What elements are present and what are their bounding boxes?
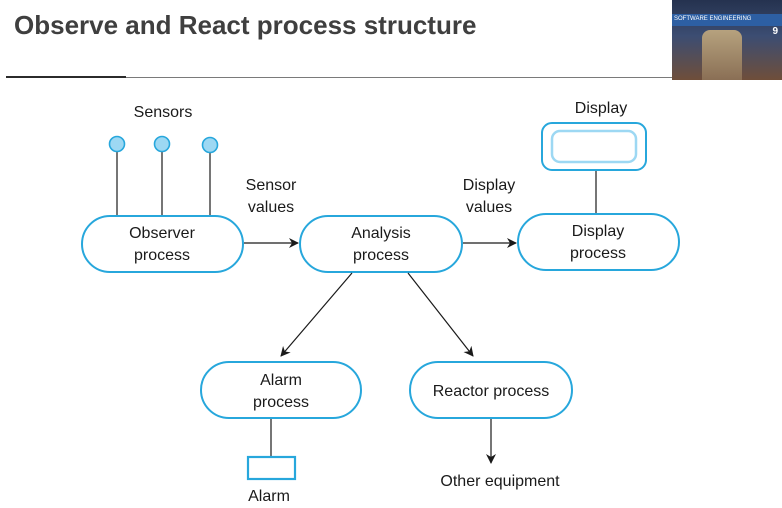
alarm-device-label: Alarm	[248, 488, 290, 505]
sensors-label: Sensors	[134, 104, 193, 121]
sensor-3	[201, 136, 219, 154]
sensor-1	[108, 135, 126, 153]
sensor-values-label-2: values	[248, 199, 294, 216]
display-process-label-1: Display	[572, 223, 624, 240]
reactor-process-label: Reactor process	[433, 383, 550, 400]
arrow-analysis-to-reactor	[407, 272, 474, 357]
cover-figure	[702, 30, 742, 80]
alarm-process-label-2: process	[253, 394, 309, 411]
sensor-2	[153, 135, 171, 153]
display-process-node: Display process	[517, 213, 680, 271]
title-rule	[126, 77, 672, 78]
display-values-label-2: values	[466, 199, 512, 216]
observer-process-label-2: process	[134, 247, 190, 264]
display-process-label-2: process	[570, 245, 626, 262]
sensor-values-label-1: Sensor	[246, 177, 297, 194]
title-underline	[6, 76, 126, 78]
reactor-process-node: Reactor process	[409, 361, 573, 419]
alarm-process-label-1: Alarm	[260, 372, 302, 389]
arrow-analysis-to-alarm	[280, 272, 353, 357]
alarm-device	[246, 455, 297, 481]
slide-title: Observe and React process structure	[14, 10, 477, 40]
cover-band	[672, 14, 782, 26]
alarm-process-node: Alarm process	[200, 361, 362, 419]
observer-process-label-1: Observer	[129, 225, 195, 242]
analysis-process-node: Analysis process	[299, 215, 463, 273]
observer-process-node: Observer process	[81, 215, 244, 273]
analysis-process-label-1: Analysis	[351, 225, 411, 242]
display-device-label: Display	[575, 100, 627, 117]
analysis-process-label-2: process	[353, 247, 409, 264]
cover-title-text: SOFTWARE ENGINEERING	[674, 16, 752, 22]
cover-edition: 9	[772, 26, 778, 37]
display-device	[541, 122, 647, 171]
display-values-label-1: Display	[463, 177, 515, 194]
book-cover-image: SOFTWARE ENGINEERING 9	[672, 0, 782, 80]
other-equipment-label: Other equipment	[440, 473, 560, 490]
